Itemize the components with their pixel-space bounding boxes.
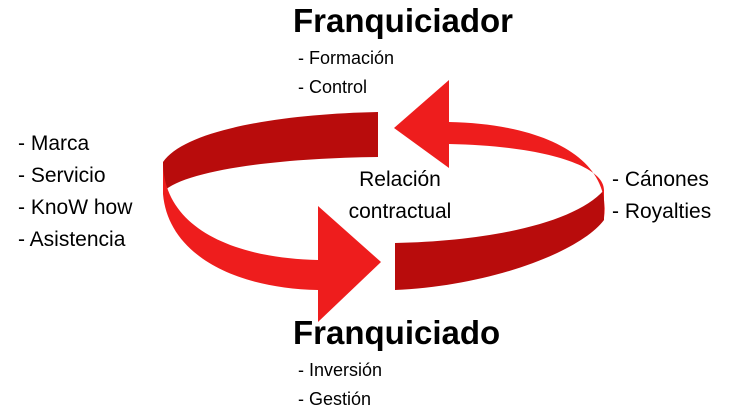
right-arrow-head	[394, 80, 449, 168]
center-label-line2: contractual	[348, 200, 452, 223]
left-list: - Marca - Servicio - KnoW how - Asistenc…	[18, 128, 132, 256]
franquiciado-item: - Gestión	[298, 389, 372, 409]
center-label: Relación contractual	[330, 164, 470, 228]
left-list-item: - KnoW how	[18, 196, 133, 219]
left-arrow-back-band	[163, 112, 378, 192]
left-list-item: - Marca	[18, 132, 90, 155]
franquiciado-title: Franquiciado	[293, 314, 501, 351]
right-list-item: - Cánones	[612, 168, 709, 191]
left-arrow-head	[318, 206, 381, 322]
right-arrow-back-band	[395, 190, 604, 290]
franquiciador-list: - Formación - Control	[298, 44, 394, 102]
franquiciador-title: Franquiciador	[293, 2, 514, 39]
franquiciador-item: - Formación	[298, 48, 395, 68]
left-list-item: - Servicio	[18, 164, 106, 187]
left-list-item: - Asistencia	[18, 228, 126, 251]
franquiciado-list: - Inversión - Gestión	[298, 356, 382, 414]
right-list-item: - Royalties	[612, 200, 712, 223]
right-list: - Cánones - Royalties	[612, 164, 711, 228]
center-label-line1: Relación	[359, 168, 441, 191]
left-arrow-front-band	[162, 160, 318, 290]
franquiciador-item: - Control	[298, 77, 368, 97]
franquiciado-item: - Inversión	[298, 360, 383, 380]
right-arrow-front-band	[449, 122, 605, 218]
